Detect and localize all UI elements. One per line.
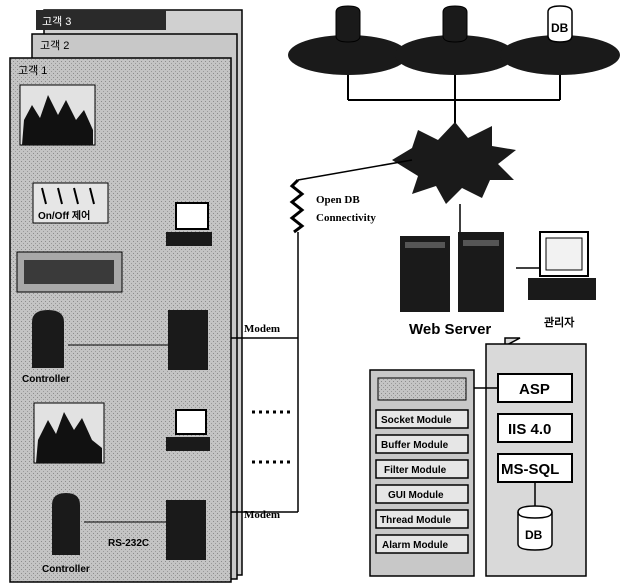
mssql-label: MS-SQL [501,461,559,478]
site-group-ellipse-middle [395,35,515,75]
server-bay-left [405,242,445,248]
network-cloud [392,122,516,204]
rs232-label: RS-232C [108,538,149,549]
web-server-group: Web Server [400,232,504,338]
computer-top-base [166,232,212,246]
modem-bottom-label: Modem [244,509,280,521]
server-database-rim [517,511,553,519]
admin-screen [545,237,583,271]
admin-base [528,278,596,300]
module-socket [375,409,469,429]
module-thread [375,509,469,529]
database-icon-right [547,5,573,43]
modem-top-label: Modem [244,323,280,335]
iis-box [497,413,573,443]
controller-bottom-icon [52,493,80,555]
onoff-label: On/Off 제어 [38,209,90,222]
panel-tab-3-label: 고객 3 [42,15,71,28]
odbc-label-line2: Connectivity [316,212,376,224]
controller-bottom-label: Controller [42,564,90,575]
iis-label: IIS 4.0 [508,421,551,438]
controller-top-icon [32,310,64,368]
computer-top-monitor [175,202,209,230]
panel-tab-2-label: 고객 2 [40,39,69,52]
trend-graph-bottom-wave [36,412,102,463]
odbc-label-line1: Open DB [316,194,360,206]
computer-bottom-monitor [175,409,207,435]
module-thread-label: Thread Module [380,515,452,526]
web-server-label: Web Server [409,321,491,338]
control-panel-display [24,260,114,284]
server-database-label: DB [525,528,543,542]
site-panel-stack: 고객 3 고객 2 고객 1 On/Off 제어 Controller [9,9,243,583]
equipment-cabinet-top [168,310,208,370]
switch-icon [41,187,95,205]
module-gui [375,484,469,504]
equipment-cabinet-bottom [166,500,206,560]
site-group-ellipse-left [288,35,408,75]
controller-top-label: Controller [22,374,70,385]
database-icon-middle [442,5,468,43]
computer-bottom-base [166,437,210,451]
panel-tab-1-label: 고객 1 [18,64,47,77]
database-icon-left [335,5,361,43]
trend-graph-top-wave [22,95,93,145]
module-group-header [377,377,467,401]
admin-computer: 관리자 [528,231,596,329]
link-odbc-network [297,159,413,181]
asp-label: ASP [519,381,550,398]
module-alarm [375,534,469,554]
database-right-label: DB [551,21,569,35]
module-buffer [375,434,469,454]
server-bay-right [463,240,499,246]
panel-tab-3 [36,10,166,30]
module-socket-label: Socket Module [381,415,452,426]
module-buffer-label: Buffer Module [381,440,449,451]
module-gui-label: GUI Module [388,490,444,501]
module-filter [375,459,469,479]
module-alarm-label: Alarm Module [382,540,449,551]
admin-label: 관리자 [544,315,575,329]
remote-database-group: DB [288,5,620,142]
module-filter-label: Filter Module [384,465,447,476]
odbc-link-icon [289,178,305,234]
site-group-ellipse-right [500,35,620,75]
server-tower-left [400,236,450,312]
